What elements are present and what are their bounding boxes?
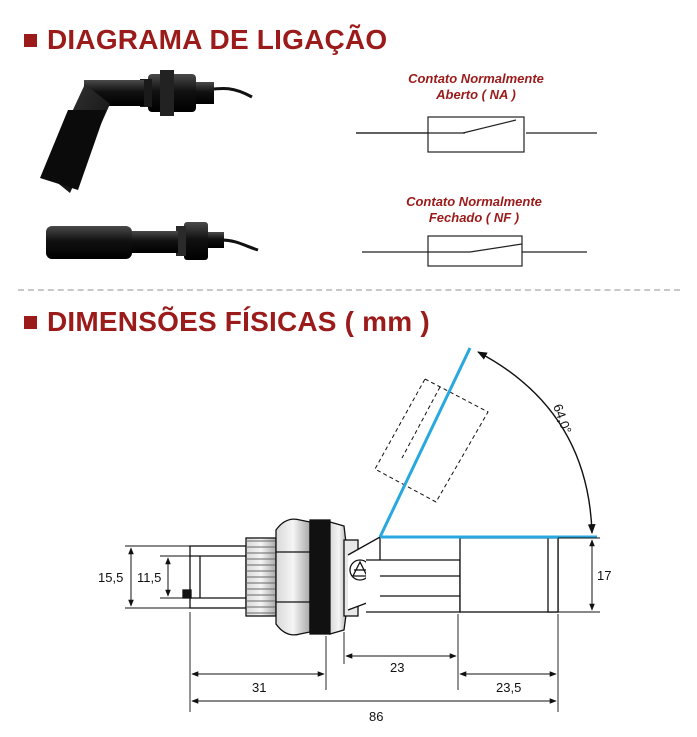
float-tilted-outline (374, 378, 489, 503)
angle-lines (378, 347, 597, 539)
dim-label-body-length: 31 (252, 680, 266, 695)
caption-na-line1: Contato Normalmente (408, 71, 544, 86)
caption-nf-line2: Fechado ( NF ) (428, 210, 520, 225)
float-body (459, 537, 559, 613)
section-bullet (24, 33, 37, 47)
threaded-body (182, 518, 359, 636)
angle-arc (477, 351, 596, 534)
dim-label-height-inner: 11,5 (137, 570, 161, 585)
section-header-wiring: DIAGRAMA DE LIGAÇÃO (24, 24, 387, 56)
sensor-photo-open (40, 70, 253, 193)
caption-nf: Contato Normalmente Fechado ( NF ) (374, 194, 574, 226)
section-bullet (24, 315, 37, 329)
dimension-lines (128, 539, 595, 704)
dim-label-arm-length: 23 (390, 660, 404, 675)
contact-symbol-na (356, 116, 597, 153)
dim-label-height-outer: 15,5 (98, 570, 123, 585)
technical-drawing (125, 347, 600, 712)
extension-lines (125, 537, 600, 712)
dim-label-float-length: 23,5 (496, 680, 521, 695)
section-header-dimensions: DIMENSÕES FÍSICAS ( mm ) (24, 306, 430, 338)
dim-label-float-height: 17 (597, 568, 611, 583)
dim-label-total-length: 86 (369, 709, 383, 724)
dim-label-angle: 64,0° (550, 402, 575, 436)
caption-nf-line1: Contato Normalmente (406, 194, 542, 209)
sensor-photo-closed (46, 222, 259, 260)
contact-symbol-nf (362, 235, 587, 267)
pivot-arm (347, 535, 461, 613)
caption-na: Contato Normalmente Aberto ( NA ) (376, 71, 576, 103)
caption-na-line2: Aberto ( NA ) (436, 87, 516, 102)
section-title-dimensions: DIMENSÕES FÍSICAS ( mm ) (47, 306, 430, 337)
section-title-wiring: DIAGRAMA DE LIGAÇÃO (47, 24, 388, 55)
section-divider (18, 289, 680, 291)
